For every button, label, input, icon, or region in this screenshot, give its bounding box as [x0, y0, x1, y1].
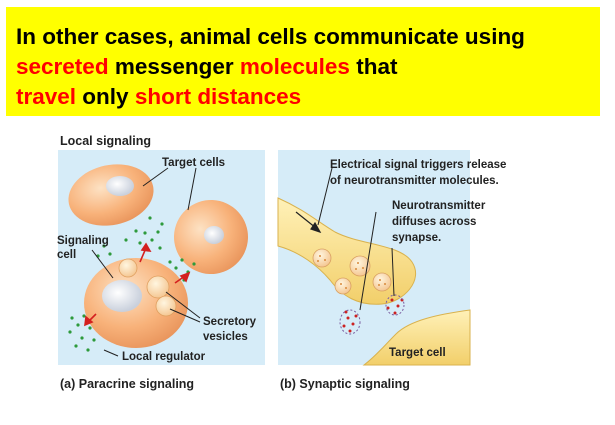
local-regulator-label: Local regulator — [122, 351, 206, 363]
secretory-label: Secretory — [203, 316, 257, 328]
heading-seg: only — [76, 84, 135, 109]
heading-seg-highlight: molecules — [239, 54, 350, 79]
signaling-cell — [84, 258, 188, 348]
signaling-cell-label-2: cell — [57, 249, 76, 261]
target-cell — [68, 164, 154, 226]
electrical-label-1: Electrical signal triggers release — [330, 159, 506, 171]
secretory-vesicle — [155, 295, 177, 317]
electrical-signal-arrow — [295, 211, 322, 234]
heading-seg-highlight: secreted — [16, 54, 109, 79]
neurotransmitter-label-3: synapse. — [392, 232, 441, 244]
secretory-vesicle — [118, 258, 138, 278]
slide-heading: In other cases, animal cells communicate… — [16, 22, 596, 112]
signaling-cell-label-1: Signaling — [57, 235, 109, 247]
title-banner: In other cases, animal cells communicate… — [6, 7, 600, 116]
heading-seg: that — [349, 54, 398, 79]
synaptic-vesicles — [312, 248, 392, 295]
target-cell — [174, 200, 248, 274]
secretion-arrows — [84, 242, 191, 327]
paracrine-leader-lines — [91, 167, 201, 357]
electrical-label-2: of neurotransmitter molecules. — [330, 175, 499, 187]
local-signaling-title: Local signaling — [60, 134, 151, 148]
neurotransmitter-label-1: Neurotransmitter — [392, 200, 486, 212]
release-sites — [339, 294, 405, 335]
target-cells-label: Target cells — [162, 157, 225, 169]
target-cell-label: Target cell — [389, 347, 446, 359]
paracrine-caption: (a) Paracrine signaling — [60, 377, 194, 391]
secretory-vesicle — [146, 275, 170, 299]
heading-seg: messenger — [108, 54, 240, 79]
heading-seg-highlight: travel — [16, 84, 77, 109]
synaptic-caption: (b) Synaptic signaling — [280, 377, 410, 391]
heading-seg-highlight: short distances — [134, 84, 302, 109]
vesicles-label: vesicles — [203, 331, 248, 343]
neurotransmitter-dots — [342, 298, 404, 333]
heading-seg: In other cases, animal cells communicate… — [16, 24, 525, 49]
neurotransmitter-label-2: diffuses across — [392, 216, 476, 228]
vesicle-contents — [317, 255, 386, 289]
synaptic-leader-lines — [317, 167, 395, 311]
postsynaptic-cell — [362, 309, 471, 366]
